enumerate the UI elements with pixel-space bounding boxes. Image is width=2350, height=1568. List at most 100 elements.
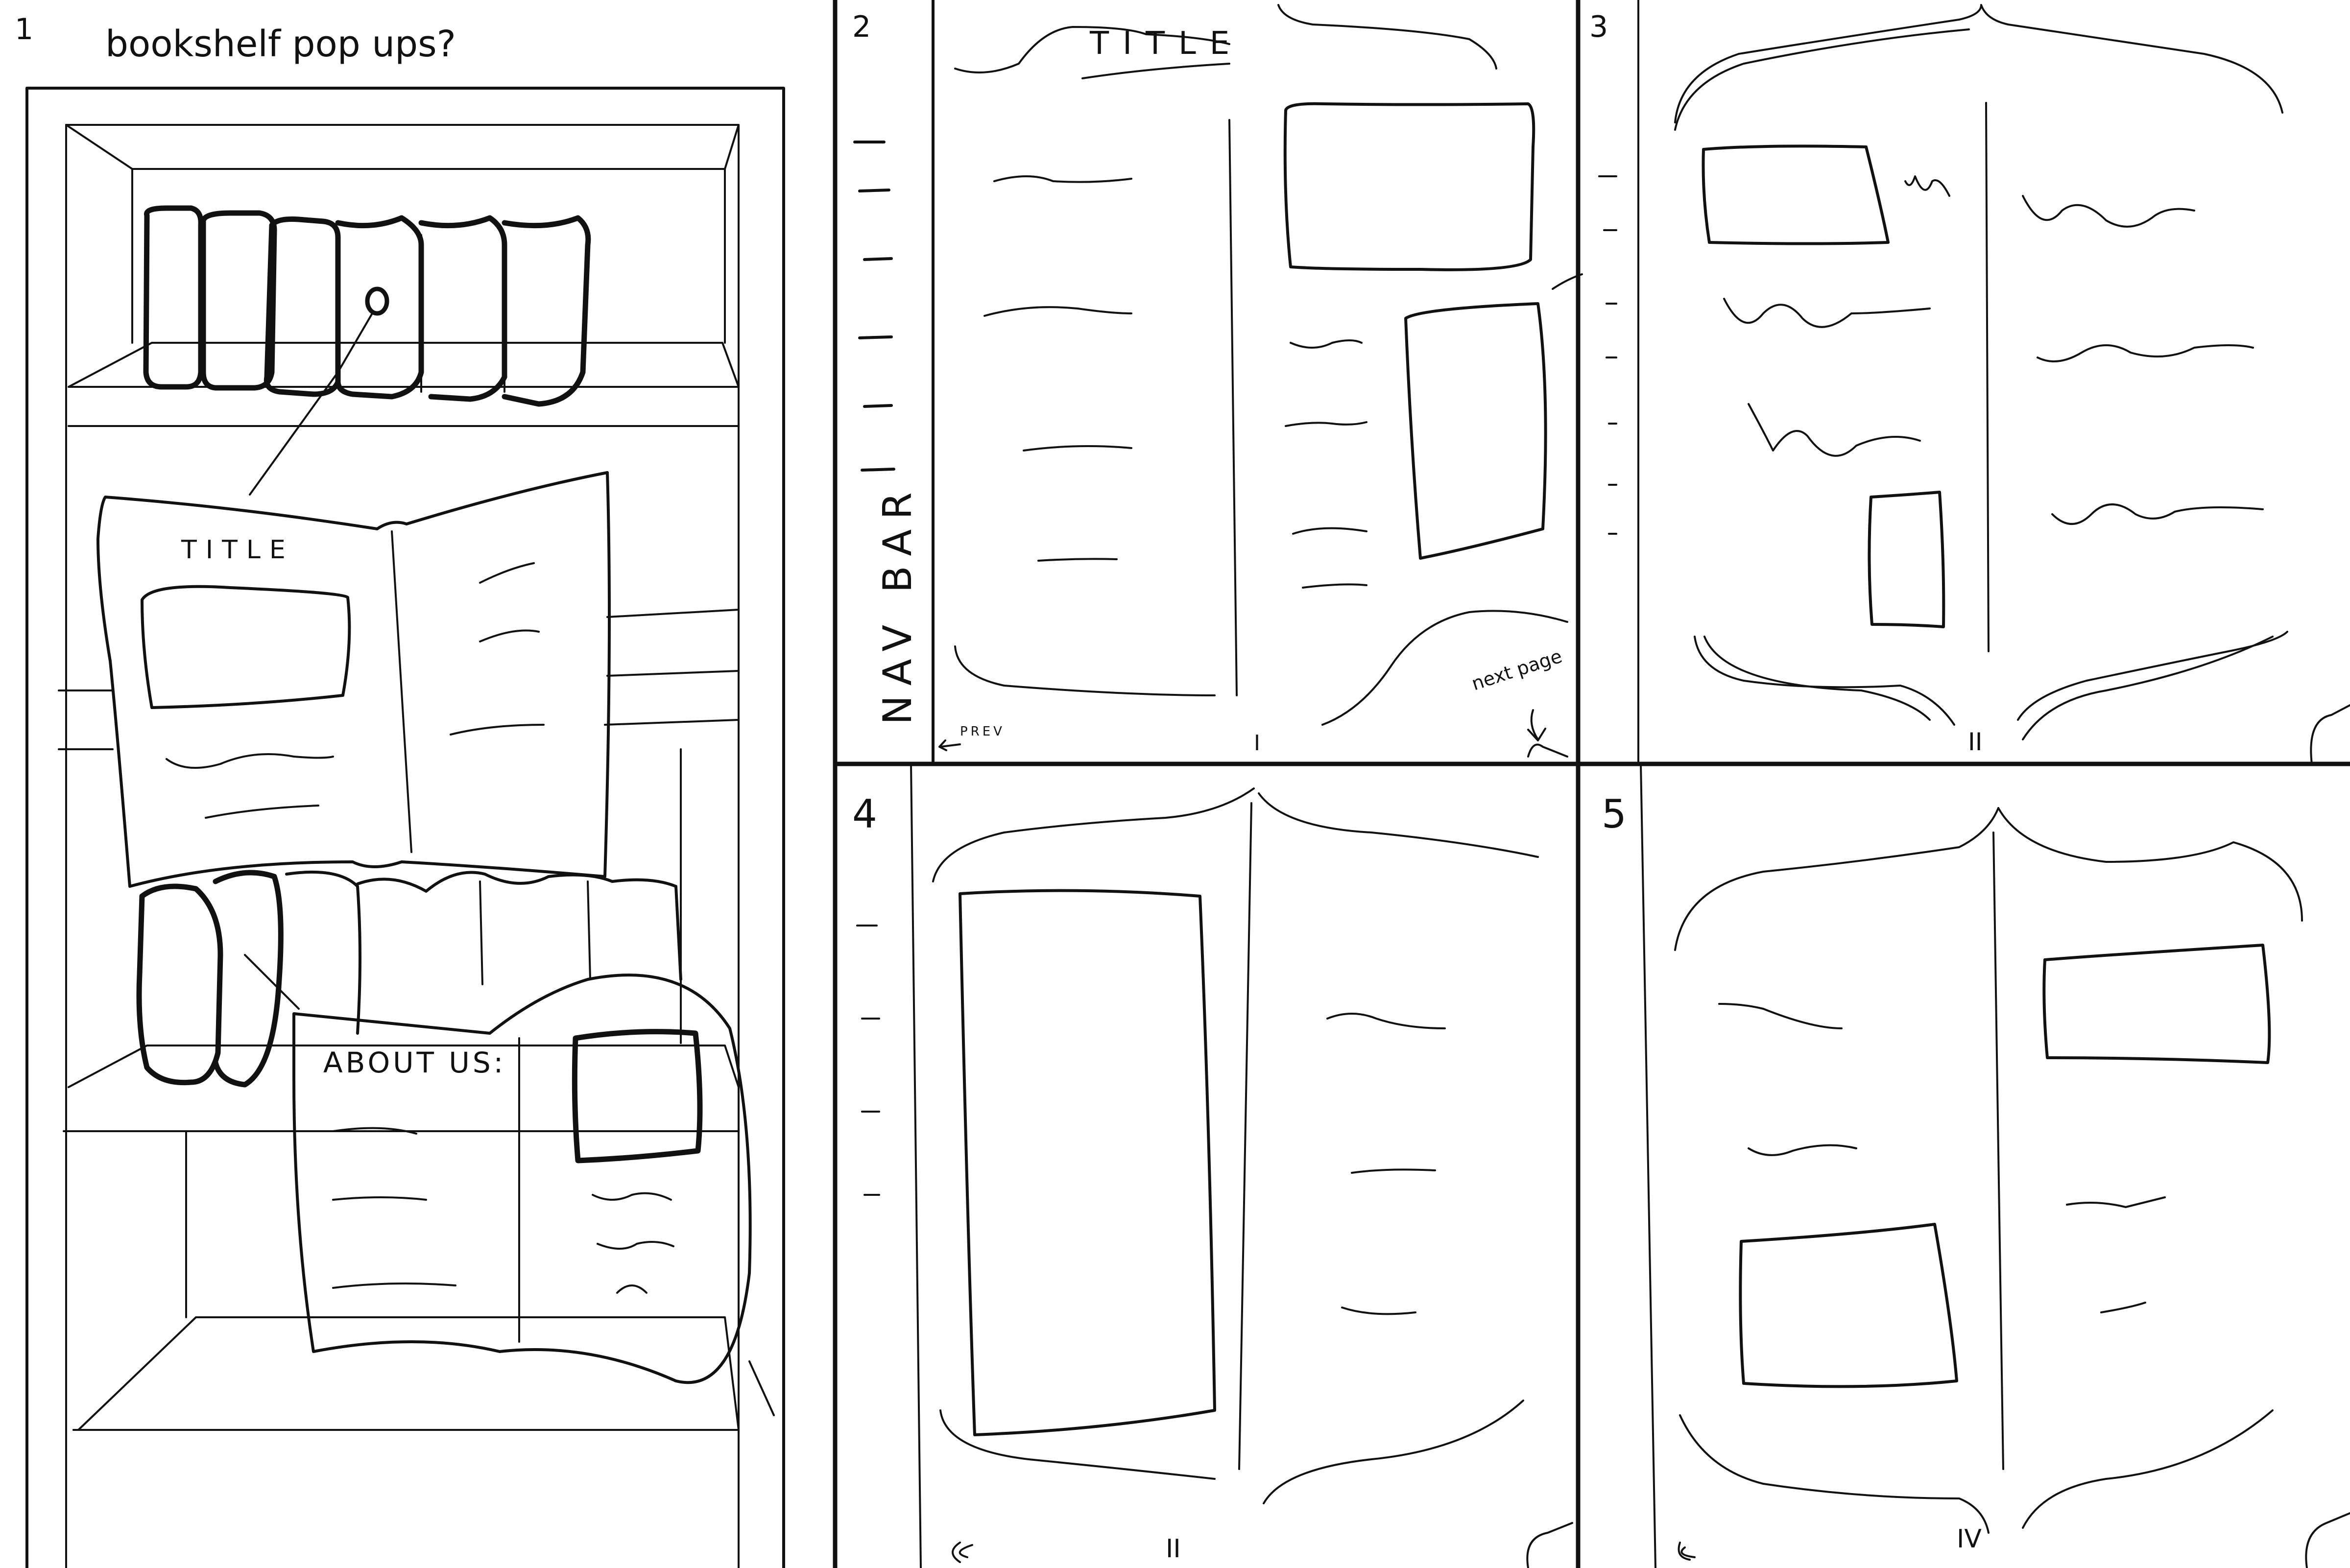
text-squiggle [2023,196,2194,227]
page-curl-icon[interactable] [2306,1513,2350,1568]
book-spine [504,218,588,404]
panel-1-number: 1 [15,12,33,47]
text-squiggle [1303,584,1367,588]
nav-bar-divider [911,764,921,1568]
page-curl-icon[interactable] [1528,745,1567,757]
book-top-edge-inner [1675,29,1969,130]
book-spine [1229,120,1237,695]
book-bottom-left [1680,1415,1989,1533]
prev-arrow-icon[interactable] [1679,1543,1695,1560]
book-pull-pin [367,289,387,313]
prev-arrow-icon[interactable] [953,1543,972,1562]
book-spine [287,872,360,1033]
book-top-edge-right [1259,793,1538,857]
book-spine [146,208,201,387]
shelf-inner-frame [66,125,739,1568]
panel-4-number: 4 [852,791,877,837]
text-squiggle [1719,1004,1842,1028]
text-squiggle [480,631,539,642]
text-squiggle [1352,1169,1435,1173]
popup-title-text: TITLE [181,535,294,565]
text-squiggle [2038,345,2253,361]
shelf-corner [725,125,739,169]
text-squiggle [1293,528,1367,534]
panel-dividers [835,0,2350,1568]
book-bottom-left-inner [1704,637,1930,720]
text-squiggle [1905,176,1949,196]
nav-bar-ticks [1599,176,1616,534]
nav-bar-label: NAV BAR [875,482,920,725]
panel-2-number: 2 [852,10,871,44]
book-bottom-right [1264,1401,1523,1503]
popup-book-spine [392,531,411,852]
shelf-outer-frame [27,88,784,1568]
book-spine [1239,803,1251,1469]
next-page-text[interactable]: next page [1469,645,1564,695]
text-squiggle [1286,422,1367,426]
text-squiggle [451,725,544,735]
book-top-edge-right [1278,5,1496,69]
popup-connector-line [245,955,299,1009]
page-curl-icon[interactable] [2311,705,2350,764]
panel-1-bookshelf: 1 bookshelf pop ups? [15,12,784,1568]
text-squiggle [1024,446,1131,451]
page-title-text: TITLE [1089,25,1243,62]
image-placeholder [1285,104,1534,270]
shelf-behind-line [749,1361,774,1415]
prev-arrow-icon[interactable] [939,740,960,750]
book-top-inner-left [1082,64,1229,78]
nav-bar-divider [1641,764,1655,1568]
text-squiggle [333,1283,456,1288]
book-spine [358,873,681,979]
page-number: I [1254,731,1260,756]
prev-link-text[interactable]: PREV [960,724,1005,739]
page-curl-icon[interactable] [1527,1523,1572,1568]
popup-image-placeholder [142,587,349,708]
book-spine [1993,832,2003,1469]
book-top-edge-left [933,788,1254,881]
text-squiggle [480,563,534,583]
shelf-behind-line [607,671,739,676]
text-squiggle [1291,340,1362,348]
text-squiggle [2052,504,2263,524]
nav-bar-ticks [857,926,879,1195]
text-squiggle [1749,404,1920,456]
book-divider [588,881,590,979]
book-spine [266,219,338,395]
book-bottom-left [940,1410,1215,1479]
image-placeholder [960,891,1215,1435]
book-bottom-left [1695,637,1954,725]
panel-2-title-page: 2 NAV BAR PREV TITLE next page [852,0,1582,764]
text-squiggle [1724,299,1930,327]
book-top-edge-left [1675,808,1998,950]
panel-3-content-page: 3 II [1589,0,2350,764]
book-spine [1986,103,1989,651]
shelf-behind-line [607,610,739,617]
popup-book-outline [98,473,609,886]
book-top-edge-right [1998,808,2302,921]
book-spine [216,873,281,1085]
panel-5-content-page: 5 IV [1602,764,2350,1568]
popup-book-title: TITLE [98,473,739,886]
book-spine [421,218,504,399]
page-number: II [1968,728,1983,756]
book-spine [139,886,220,1083]
image-placeholder [1406,304,1546,558]
page-number: IV [1957,1524,1982,1554]
nav-bar-ticks [855,142,894,470]
book-bottom-left [955,646,1215,695]
text-squiggle [206,806,318,818]
panel-5-number: 5 [1602,791,1627,837]
text-squiggle [2067,1197,2165,1207]
shelf-top-back [132,169,725,343]
shelf-board-top [69,343,739,387]
text-squiggle [617,1285,647,1293]
book-spine [203,213,274,388]
panel-4-content-page: 4 II [852,764,1572,1568]
next-arrow-icon[interactable] [1528,710,1545,740]
popup-about-text: ABOUT US: [323,1046,506,1079]
shelf-board-bottom [78,1317,739,1430]
text-squiggle [1327,1014,1445,1028]
book-divider [480,881,482,984]
